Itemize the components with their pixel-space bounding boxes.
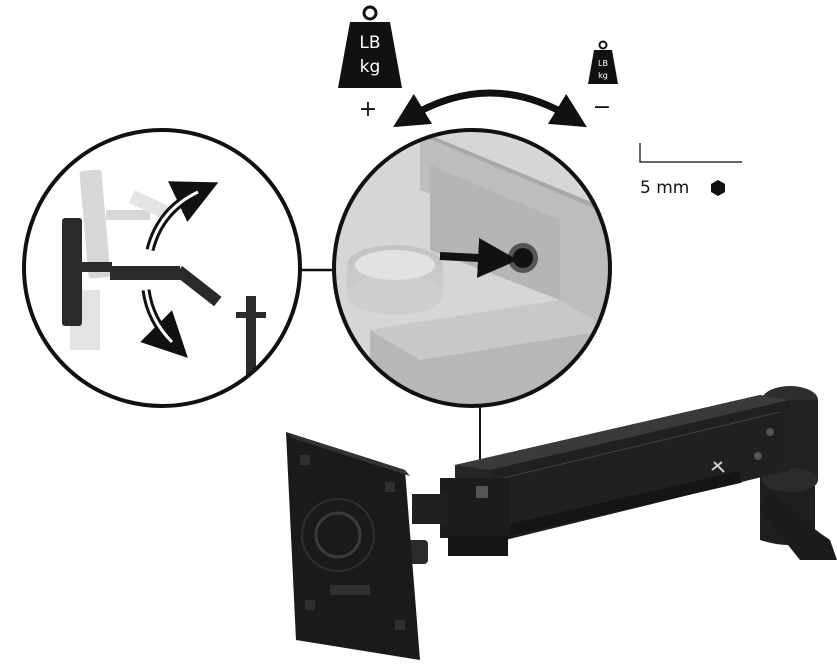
hyperx-logo bbox=[711, 461, 725, 473]
increase-sign: + bbox=[359, 97, 377, 122]
weight-large-icon: LB kg bbox=[338, 5, 402, 88]
weight-large-unit-kg: kg bbox=[360, 57, 381, 77]
weight-small-unit-kg: kg bbox=[598, 71, 608, 80]
hex-key-icon bbox=[711, 180, 725, 196]
hex-key-size-label: 5 mm bbox=[640, 178, 689, 198]
tilt-detail-circle bbox=[22, 128, 302, 408]
monitor-arm-assembly bbox=[286, 386, 837, 660]
hex-key-tool: 5 mm bbox=[639, 143, 742, 198]
weight-large-unit-lb: LB bbox=[359, 33, 380, 53]
adjust-direction-arrow bbox=[393, 89, 587, 128]
weight-small-unit-lb: LB bbox=[598, 59, 608, 68]
decrease-sign: − bbox=[593, 95, 611, 120]
screw-detail-circle bbox=[332, 128, 612, 408]
weight-small-icon: LB kg bbox=[588, 40, 618, 84]
